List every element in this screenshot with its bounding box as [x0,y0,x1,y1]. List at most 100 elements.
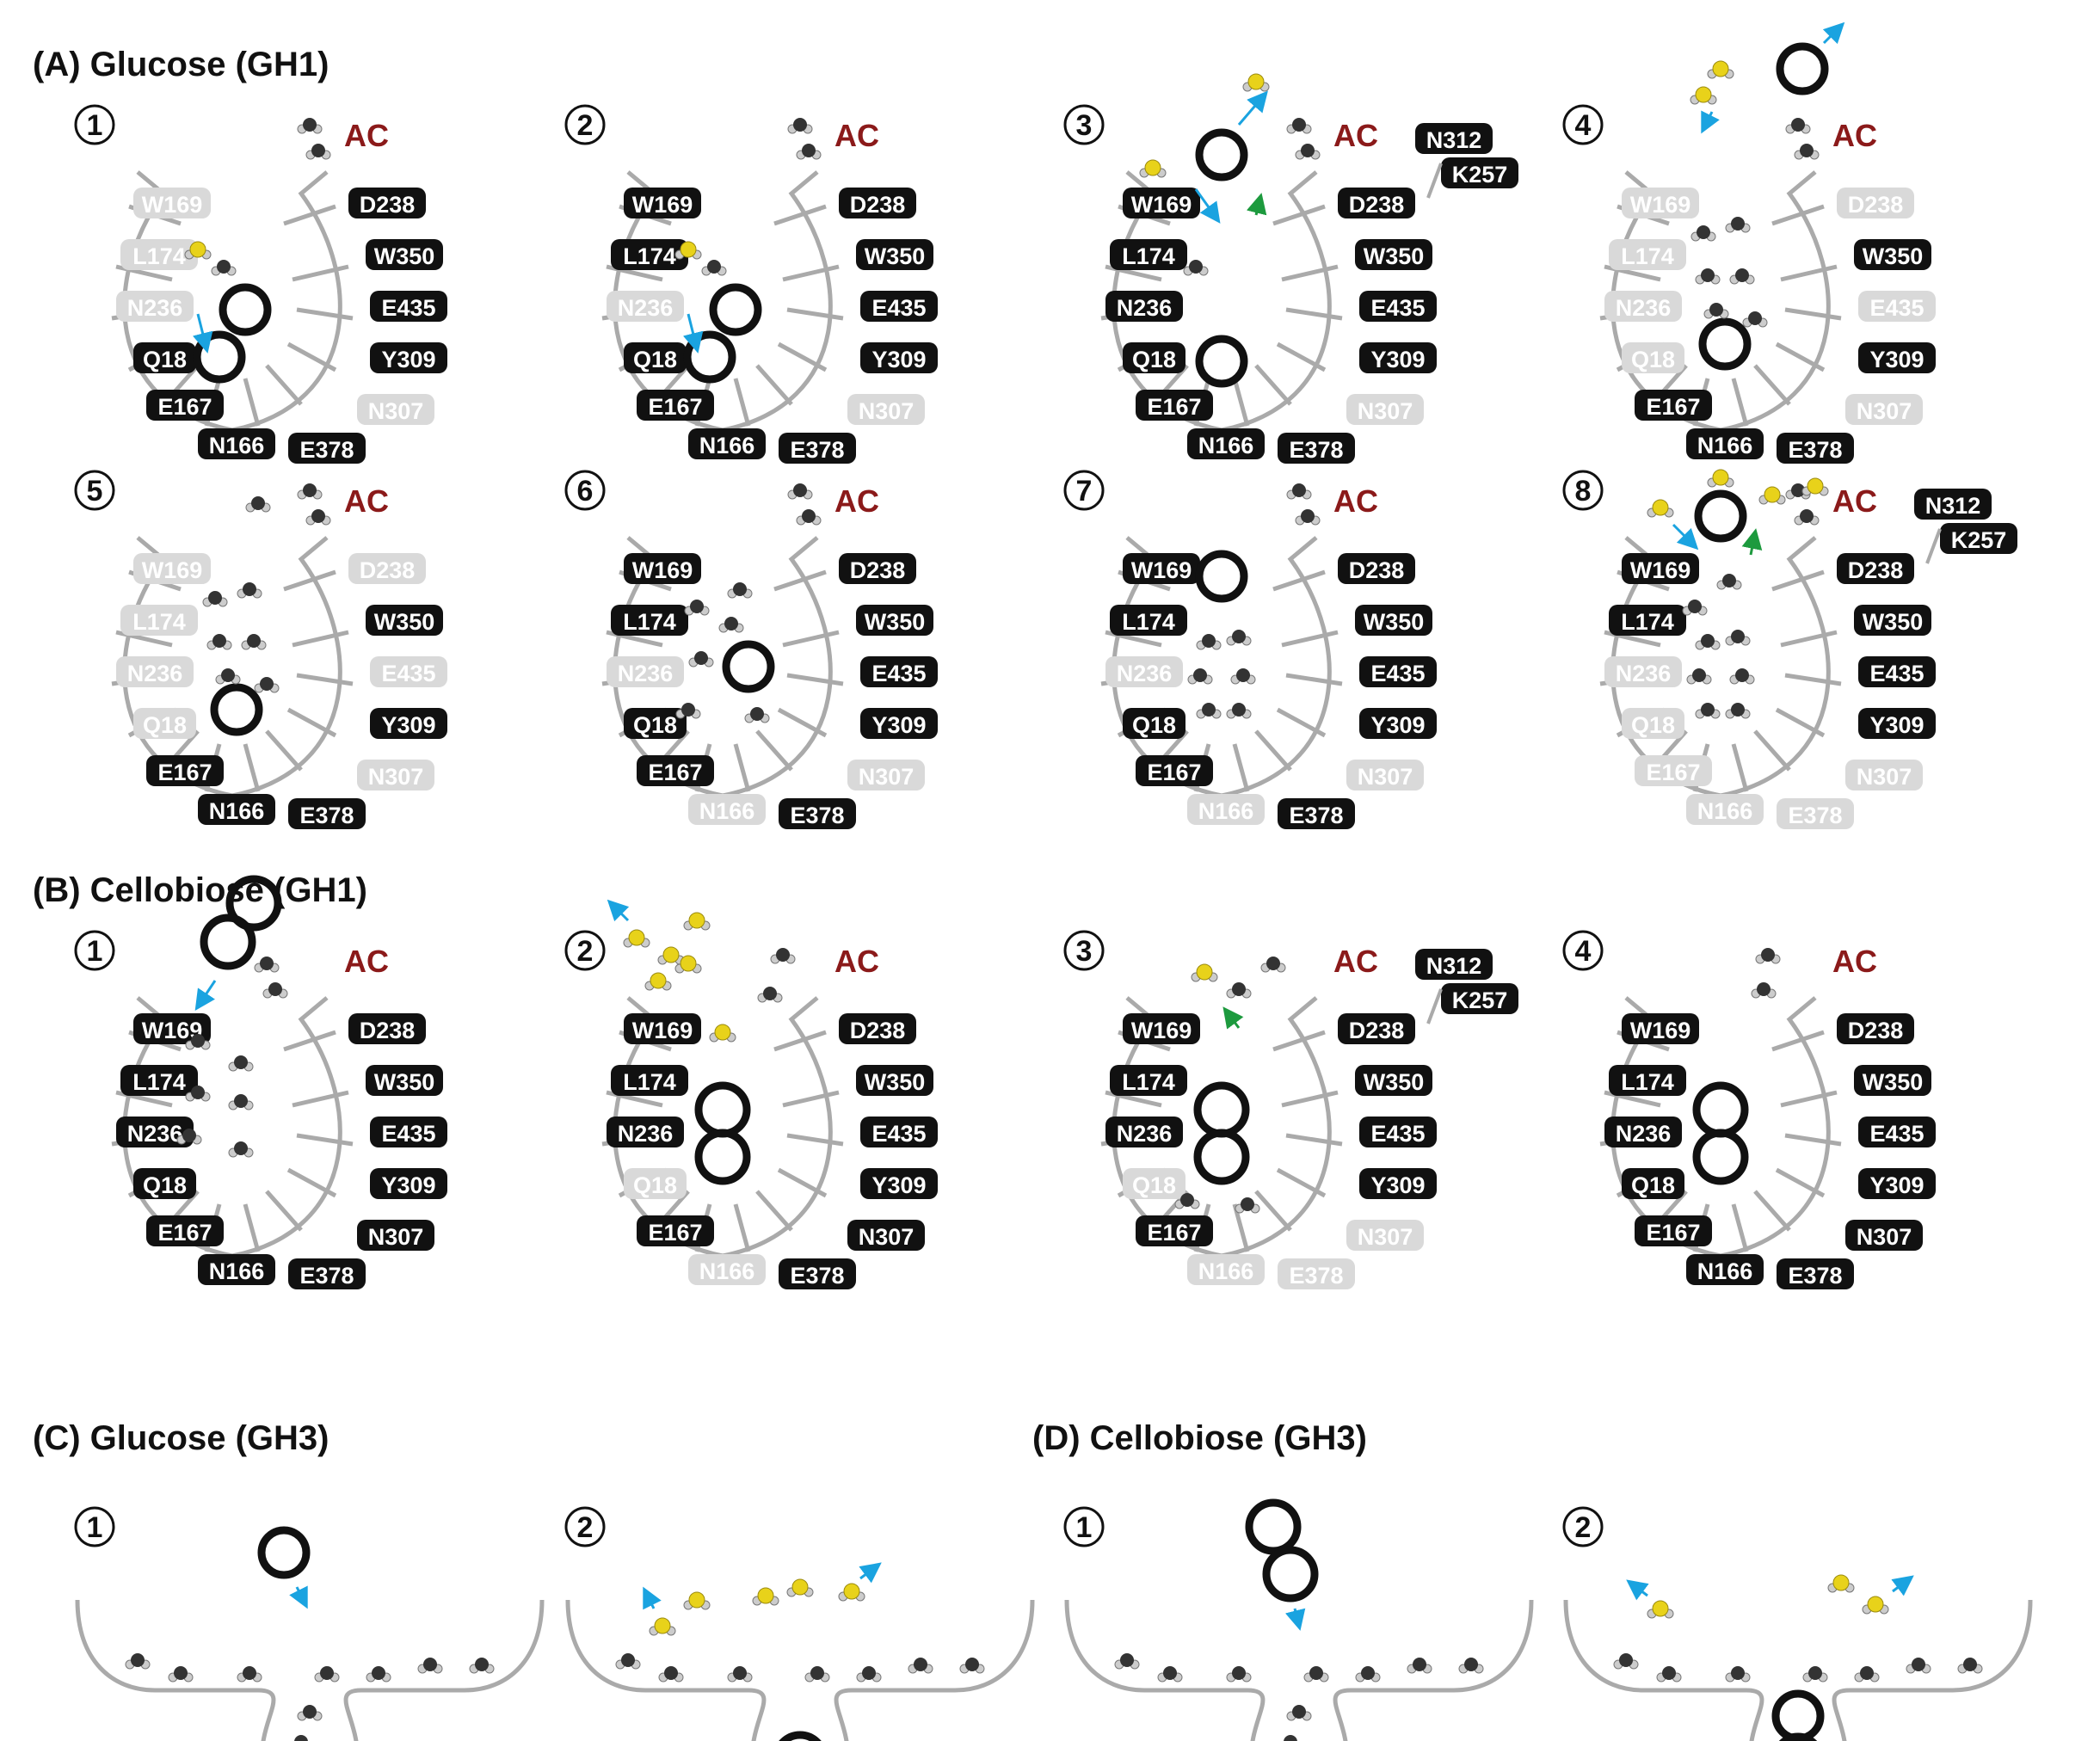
residue-label: W169 [133,188,211,218]
svg-text:Q18: Q18 [143,1172,187,1198]
svg-text:Y309: Y309 [381,347,435,372]
svg-text:D238: D238 [1349,557,1405,583]
residue-label: N166 [198,1254,275,1285]
movement-arrow-icon [289,1585,308,1609]
svg-text:L174: L174 [132,609,186,635]
svg-text:N312: N312 [1925,493,1981,519]
residue-label: W169 [133,1013,211,1044]
residue-label: E435 [1359,291,1437,322]
svg-text:L174: L174 [132,1069,186,1095]
water-molecule-icon [1742,311,1768,328]
svg-text:N307: N307 [1358,398,1413,424]
svg-text:E435: E435 [1869,295,1924,321]
glucose-ring-icon [1195,128,1248,181]
water-molecule-icon [1226,982,1252,999]
svg-text:N166: N166 [699,1258,755,1284]
water-molecule-icon [1957,1658,1983,1674]
svg-text:N236: N236 [1616,661,1672,686]
svg-text:W350: W350 [1364,1069,1425,1095]
residue-label: N236 [607,656,684,687]
residue-label: Y309 [370,342,447,373]
water-molecule-icon [1226,1666,1252,1683]
step-number: 3 [1063,104,1105,145]
hydrophobic-molecule-icon [1647,1600,1674,1619]
residue-label: L174 [611,239,688,270]
water-molecule-icon [701,260,727,276]
ac-label: AC [1333,118,1378,153]
residue-label: D238 [1338,553,1415,584]
svg-text:W169: W169 [632,192,693,218]
svg-text:E435: E435 [1869,1121,1924,1147]
water-molecule-icon [254,957,280,973]
residue-label: D238 [1837,553,1914,584]
svg-text:E167: E167 [1646,760,1700,785]
svg-text:E378: E378 [790,803,844,828]
residue-label: E167 [146,1215,224,1246]
residue-label: N166 [1686,428,1764,459]
water-molecule-icon [1906,1658,1931,1674]
svg-text:L174: L174 [1122,609,1175,635]
residue-label: N166 [198,794,275,825]
residue-label: W169 [1123,1013,1200,1044]
water-molecule-icon [185,1034,211,1050]
step-number: 5 [74,470,115,511]
svg-text:D238: D238 [1349,192,1405,218]
water-molecule-icon [211,260,237,276]
residue-label: E167 [637,755,714,786]
water-molecule-icon [908,1658,933,1674]
svg-text:D238: D238 [1349,1018,1405,1043]
residue-label: K257 [1441,157,1518,188]
shallow-pocket [1064,1599,1534,1741]
svg-text:N166: N166 [1198,433,1254,458]
residue-label: Q18 [1622,1168,1684,1199]
residue-label: L174 [611,1065,688,1096]
residue-label: Q18 [624,1168,687,1199]
step-number: 2 [564,1506,606,1547]
residue-label: N307 [1845,394,1923,425]
svg-text:W169: W169 [1131,1018,1192,1043]
water-molecule-icon [1725,703,1751,719]
residue-label: N166 [1187,1254,1265,1285]
glucose-ring-icon [694,1081,751,1138]
svg-text:N236: N236 [1616,295,1672,321]
movement-arrow-icon [1237,90,1268,126]
residue-label: D238 [839,188,916,218]
residue-label: Y309 [1858,1168,1936,1199]
svg-text:E167: E167 [1147,394,1201,420]
movement-arrow-icon [1284,1608,1306,1631]
svg-text:L174: L174 [623,609,676,635]
section-title-d: (D) Cellobiose (GH3) [1032,1419,1367,1457]
water-molecule-icon [1235,1197,1260,1214]
water-molecule-icon [297,483,323,500]
svg-text:L174: L174 [1122,243,1175,269]
movement-arrow-icon [1891,1575,1914,1596]
svg-text:Q18: Q18 [1132,1172,1176,1198]
svg-text:Q18: Q18 [1132,347,1176,372]
residue-label: W169 [624,188,701,218]
hydrophobic-molecule-icon [184,241,212,260]
residue-label: N307 [847,760,925,791]
hydrophobic-molecule-icon [649,1617,676,1636]
residue-label: E167 [1635,755,1712,786]
svg-text:E167: E167 [1147,1220,1201,1246]
water-molecule-icon [1458,1658,1484,1674]
water-molecule-icon [1157,1666,1183,1683]
hydrophobic-molecule-icon [644,972,672,991]
water-molecule-icon [1355,1666,1381,1683]
svg-text:W350: W350 [1364,609,1425,635]
residue-label: N307 [847,394,925,425]
movement-arrow-icon [682,313,704,354]
residue-label: W169 [1123,188,1200,218]
residue-label: E378 [288,1258,366,1289]
svg-text:W350: W350 [865,609,926,635]
svg-text:E435: E435 [871,661,926,686]
residue-label: W169 [1622,553,1699,584]
svg-text:E378: E378 [1788,437,1842,463]
svg-text:N307: N307 [368,764,424,790]
svg-text:Q18: Q18 [143,347,187,372]
svg-text:E378: E378 [299,803,354,828]
glucose-ring-icon [1692,1081,1749,1138]
